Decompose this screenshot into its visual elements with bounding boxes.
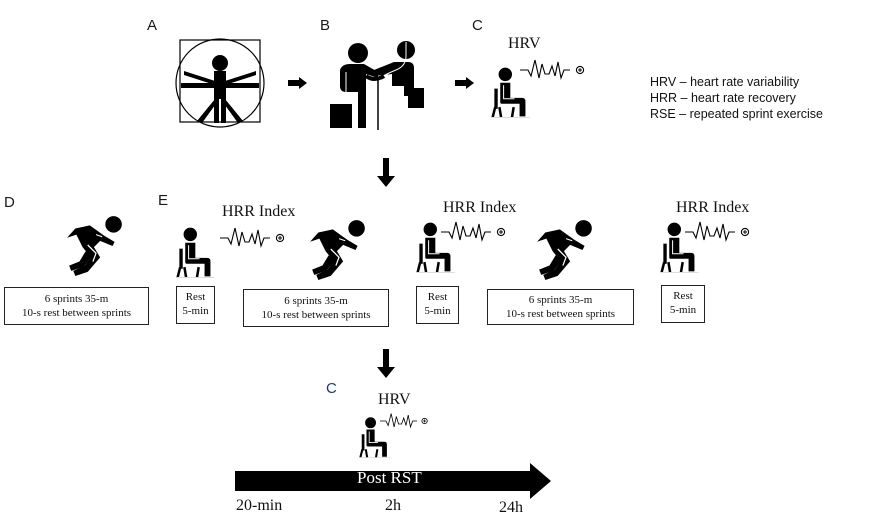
hrv-title: HRV <box>508 35 541 52</box>
sprint-rest-text: 10-s rest between sprints <box>505 308 616 320</box>
ecg-waveform-icon <box>520 58 590 82</box>
timeline-label: Post RST <box>357 468 422 487</box>
rest-duration: 5-min <box>182 305 209 317</box>
panel-label-d: D <box>4 194 15 211</box>
timeline-arrow <box>235 463 551 499</box>
rest-box: Rest 5-min <box>416 286 459 324</box>
vitruvian-man-icon <box>175 38 265 128</box>
timeline-tick-2h: 2h <box>385 497 401 514</box>
rest-label: Rest <box>427 291 448 303</box>
legend-item-rse: RSE – repeated sprint exercise <box>650 107 824 121</box>
sprint-count-text: 6 sprints 35-m <box>284 295 348 307</box>
legend-item-hrv: HRV – heart rate variability <box>650 75 800 89</box>
rest-box: Rest 5-min <box>661 285 705 323</box>
blood-pressure-measurement-icon <box>330 41 424 130</box>
legend-item-hrr: HRR – heart rate recovery <box>650 91 796 105</box>
hrv-title: HRV <box>378 391 411 408</box>
ecg-waveform-icon <box>685 220 755 244</box>
timeline-tick-24h: 24h <box>499 499 523 516</box>
panel-label-e: E <box>158 192 169 209</box>
sprinter-icon <box>535 218 597 280</box>
ecg-waveform-icon <box>220 226 290 250</box>
panel-label-b: B <box>320 17 331 34</box>
sprint-rest-text: 10-s rest between sprints <box>261 309 371 321</box>
arrow-right-icon <box>455 77 475 89</box>
rest-duration: 5-min <box>669 304 697 316</box>
rest-duration: 5-min <box>424 305 451 317</box>
hrr-index-title: HRR Index <box>222 203 296 220</box>
ecg-waveform-icon <box>441 220 511 244</box>
sprint-protocol-box: 6 sprints 35-m 10-s rest between sprints <box>4 287 149 325</box>
timeline-tick-20min: 20-min <box>236 497 283 514</box>
hrr-index-title: HRR Index <box>676 199 750 216</box>
arrow-right-icon <box>288 77 308 89</box>
panel-label-a: A <box>147 17 158 34</box>
sprint-protocol-box: 6 sprints 35-m 10-s rest between sprints <box>487 289 634 325</box>
sprint-count-text: 6 sprints 35-m <box>528 294 593 306</box>
abbreviation-legend: HRV – heart rate variability HRR – heart… <box>650 74 823 122</box>
sprint-count-text: 6 sprints 35-m <box>44 293 109 305</box>
rest-label: Rest <box>673 290 693 302</box>
panel-label-c: C <box>326 380 337 397</box>
sprint-rest-text: 10-s rest between sprints <box>21 307 132 319</box>
sprinter-icon <box>308 218 370 280</box>
sprint-protocol-box: 6 sprints 35-m 10-s rest between sprints <box>243 289 389 327</box>
sprinter-icon <box>65 214 127 276</box>
panel-label-c: C <box>472 17 483 34</box>
arrow-down-icon <box>376 348 396 380</box>
rest-label: Rest <box>185 291 206 303</box>
ecg-waveform-icon <box>380 412 432 430</box>
rest-box: Rest 5-min <box>176 286 215 324</box>
seated-person-icon <box>176 221 218 283</box>
arrow-down-icon <box>376 157 396 189</box>
hrr-index-title: HRR Index <box>443 199 517 216</box>
